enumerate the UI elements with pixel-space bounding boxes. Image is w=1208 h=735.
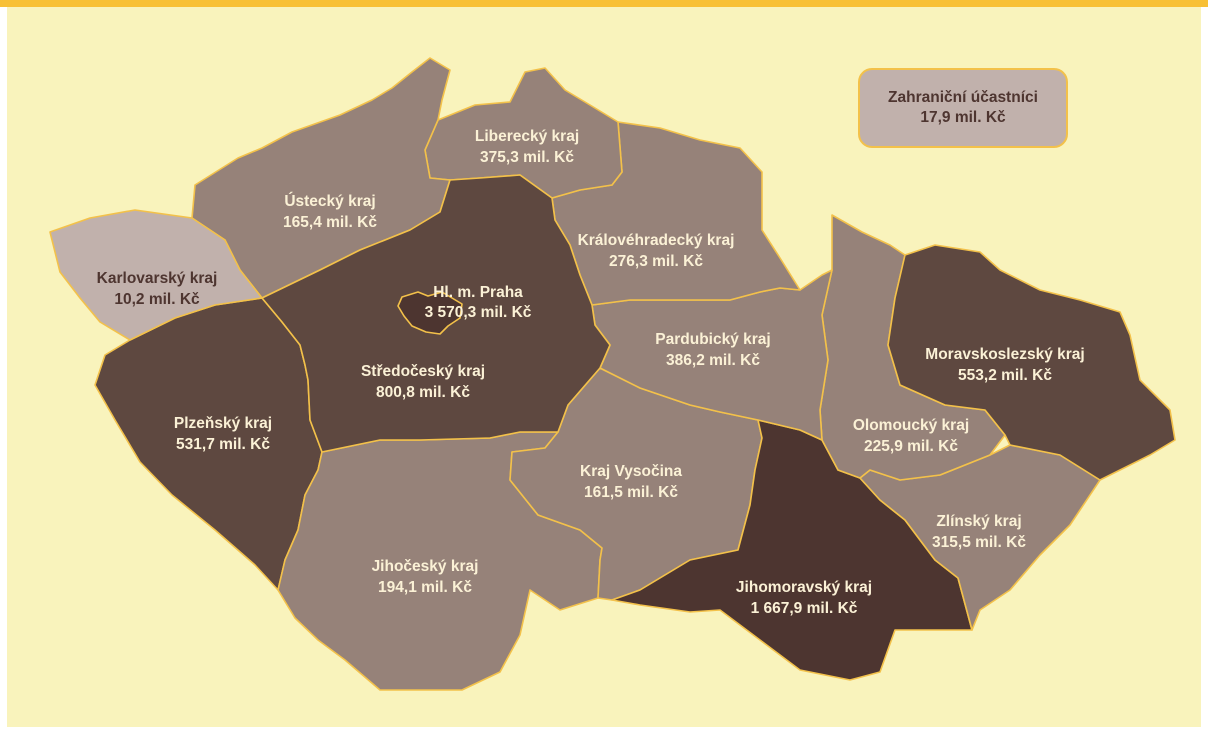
- label-zlin-name: Zlínský kraj: [936, 513, 1021, 530]
- label-usti-value: 165,4 mil. Kč: [283, 214, 377, 231]
- label-plzen-name: Plzeňský kraj: [174, 415, 272, 432]
- label-pardubice-value: 386,2 mil. Kč: [666, 352, 760, 369]
- label-jihocesky-name: Jihočeský kraj: [372, 558, 479, 575]
- label-jihomoravsky-value: 1 667,9 mil. Kč: [751, 600, 858, 617]
- foreign-participants-value: 17,9 mil. Kč: [920, 109, 1006, 126]
- region-karlovy-vary-shape: [49, 209, 263, 341]
- label-olomouc-value: 225,9 mil. Kč: [864, 438, 958, 455]
- label-plzen-value: 531,7 mil. Kč: [176, 436, 270, 453]
- label-usti-name: Ústecký kraj: [284, 192, 375, 210]
- label-zlin-value: 315,5 mil. Kč: [932, 534, 1026, 551]
- label-liberec-name: Liberecký kraj: [475, 128, 579, 145]
- foreign-participants-name: Zahraniční účastníci: [888, 89, 1038, 106]
- label-vysocina-value: 161,5 mil. Kč: [584, 484, 678, 501]
- label-karlovy-vary-name: Karlovarský kraj: [97, 270, 218, 287]
- label-pardubice-name: Pardubický kraj: [655, 331, 770, 348]
- region-praha[interactable]: [397, 291, 463, 335]
- foreign-participants-box[interactable]: Zahraniční účastníci 17,9 mil. Kč: [858, 68, 1068, 148]
- label-stredocesky-name: Středočeský kraj: [361, 363, 485, 380]
- label-karlovy-vary-value: 10,2 mil. Kč: [114, 291, 200, 308]
- label-praha-name: Hl. m. Praha: [433, 284, 523, 301]
- label-moravskoslezsky-name: Moravskoslezský kraj: [925, 346, 1084, 363]
- label-jihomoravsky-name: Jihomoravský kraj: [736, 579, 872, 596]
- label-hradec-name: Královéhradecký kraj: [578, 232, 735, 249]
- label-olomouc-name: Olomoucký kraj: [853, 417, 969, 434]
- label-jihocesky-value: 194,1 mil. Kč: [378, 579, 472, 596]
- label-hradec-value: 276,3 mil. Kč: [609, 253, 703, 270]
- region-moravskoslezsky[interactable]: [887, 244, 1176, 481]
- region-karlovy-vary[interactable]: [49, 209, 263, 341]
- top-accent-bar: [0, 0, 1208, 7]
- region-moravskoslezsky-shape: [887, 244, 1176, 481]
- label-praha-value: 3 570,3 mil. Kč: [425, 304, 532, 321]
- region-praha-shape: [397, 291, 463, 335]
- label-liberec-value: 375,3 mil. Kč: [480, 149, 574, 166]
- label-moravskoslezsky-value: 553,2 mil. Kč: [958, 367, 1052, 384]
- label-vysocina-name: Kraj Vysočina: [580, 463, 682, 480]
- label-stredocesky-value: 800,8 mil. Kč: [376, 384, 470, 401]
